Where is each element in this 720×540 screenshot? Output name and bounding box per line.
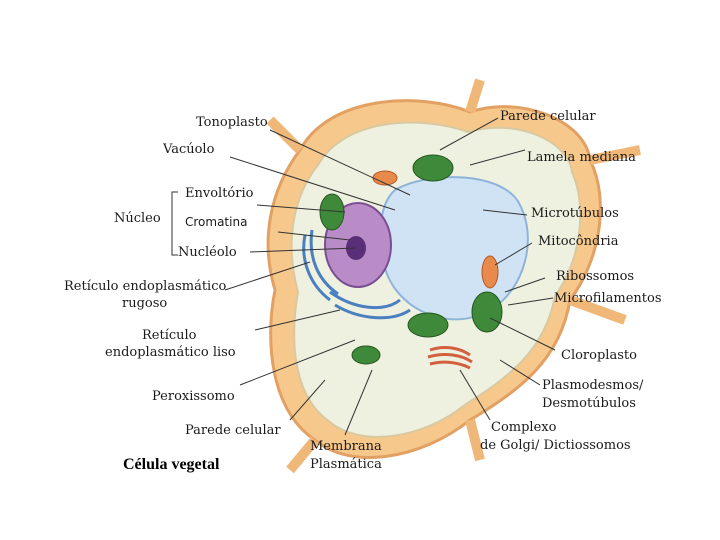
label-reticulo-rugoso: Retículo endoplasmático (64, 279, 227, 294)
nucleo-bracket (171, 191, 178, 256)
label-cromatina: Cromatina (185, 215, 248, 229)
label-golgi-2: de Golgi/ Dictiossomos (480, 438, 631, 453)
label-envoltorio: Envoltório (185, 186, 254, 201)
label-reticulo-rugoso-2: rugoso (122, 296, 168, 311)
leader-lines (224, 117, 556, 436)
label-microtubulos: Microtúbulos (531, 206, 619, 221)
label-lamela-mediana: Lamela mediana (527, 150, 636, 165)
label-reticulo-liso-2: endoplasmático liso (105, 345, 236, 360)
mitochondria (372, 170, 499, 289)
label-nucleolo: Nucléolo (178, 245, 237, 260)
label-parede-celular-bottom: Parede celular (185, 423, 281, 438)
label-plasmodesmos: Plasmodesmos/ (542, 378, 644, 393)
chloroplasts (319, 154, 503, 365)
label-vacuolo: Vacúolo (163, 142, 215, 157)
label-parede-celular-top: Parede celular (500, 109, 596, 124)
label-mitocondria: Mitocôndria (538, 234, 619, 249)
label-membrana: Membrana (310, 439, 382, 454)
cell-wall-extensions (266, 78, 641, 474)
vacuole (379, 176, 529, 321)
label-reticulo-liso: Retículo (142, 328, 197, 343)
label-tonoplasto: Tonoplasto (196, 115, 268, 130)
label-golgi: Complexo (491, 420, 557, 435)
golgi-apparatus (427, 346, 473, 370)
label-cloroplasto: Cloroplasto (561, 348, 637, 363)
label-microfilamentos: Microfilamentos (554, 291, 662, 306)
label-ribossomos: Ribossomos (556, 269, 635, 284)
diagram-title: Célula vegetal (123, 456, 220, 473)
label-peroxissomo: Peroxissomo (152, 389, 235, 404)
label-plasmodesmos-2: Desmotúbulos (542, 396, 636, 411)
nucleolus (346, 236, 366, 260)
label-nucleo: Núcleo (114, 211, 161, 226)
label-membrana-2: Plasmática (310, 457, 382, 472)
rough-er (302, 229, 411, 320)
